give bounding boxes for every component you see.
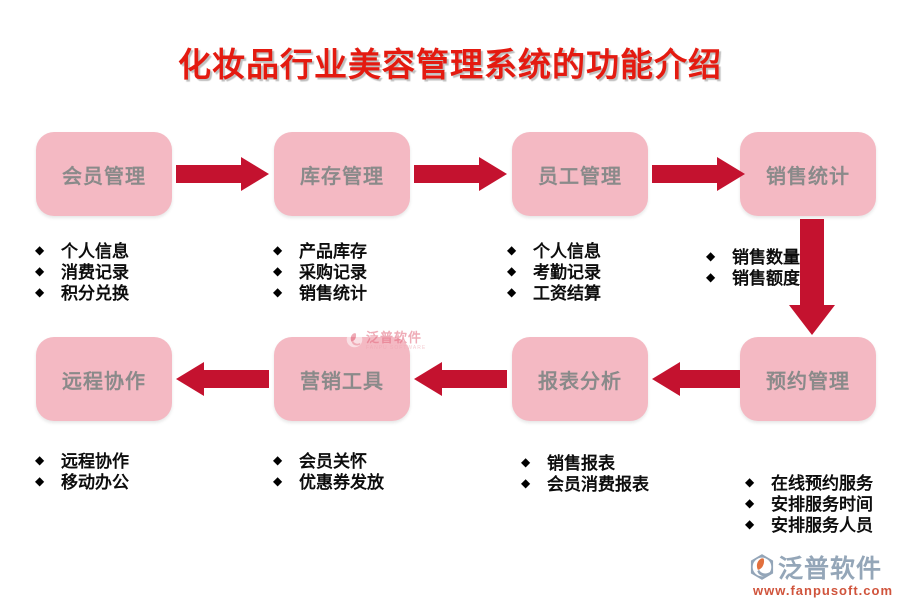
feature-item: ◆安排服务时间 <box>745 495 873 514</box>
feature-list-inventory: ◆产品库存 ◆采购记录 ◆销售统计 <box>273 239 367 303</box>
feature-item: ◆会员关怀 <box>273 452 367 471</box>
feature-item: ◆在线预约服务 <box>745 474 873 493</box>
arrow-down-icon <box>789 219 835 335</box>
feature-list-appointment: ◆在线预约服务 ◆安排服务时间 ◆安排服务人员 <box>745 471 873 535</box>
feature-item: ◆个人信息 <box>35 242 129 261</box>
diamond-bullet-icon: ◆ <box>273 242 283 257</box>
diamond-bullet-icon: ◆ <box>35 452 45 467</box>
feature-list-marketing: ◆会员关怀 ◆优惠券发放 <box>273 449 384 492</box>
node-label: 预约管理 <box>766 370 850 393</box>
footer-logo-text: 泛普软件 <box>778 555 883 583</box>
node-member-management: 会员管理 <box>36 132 172 216</box>
diamond-bullet-icon: ◆ <box>745 495 755 510</box>
node-appointment-management: 预约管理 <box>740 337 876 421</box>
feature-list-staff: ◆个人信息 ◆考勤记录 ◆工资结算 <box>507 239 601 303</box>
feature-list-report: ◆销售报表 ◆会员消费报表 <box>521 451 649 494</box>
arrow-left-icon <box>414 362 507 396</box>
diamond-bullet-icon: ◆ <box>706 248 716 263</box>
feature-item: ◆销售报表 <box>521 454 615 473</box>
feature-item: ◆工资结算 <box>507 284 601 303</box>
watermark-text: 泛普软件 <box>366 330 423 345</box>
feature-list-member: ◆个人信息 ◆消费记录 ◆积分兑换 <box>35 239 129 303</box>
diamond-bullet-icon: ◆ <box>745 516 755 531</box>
diamond-bullet-icon: ◆ <box>273 473 283 488</box>
node-marketing-tools: 营销工具 <box>274 337 410 421</box>
node-inventory-management: 库存管理 <box>274 132 410 216</box>
feature-item: ◆销售额度 <box>706 269 800 288</box>
arrow-right-icon <box>652 157 745 191</box>
feature-item: ◆个人信息 <box>507 242 601 261</box>
arrow-right-icon <box>414 157 507 191</box>
watermark-logo: 泛普软件 FANPU SOFTWARE <box>346 331 426 351</box>
node-label: 销售统计 <box>766 165 850 188</box>
feature-list-remote: ◆远程协作 ◆移动办公 <box>35 449 129 492</box>
fanpu-logo-icon <box>750 554 774 580</box>
node-label: 会员管理 <box>62 165 146 188</box>
node-label: 库存管理 <box>300 165 384 188</box>
node-label: 营销工具 <box>300 370 384 393</box>
feature-item: ◆考勤记录 <box>507 263 601 282</box>
node-label: 远程协作 <box>62 370 146 393</box>
feature-item: ◆远程协作 <box>35 452 129 471</box>
node-remote-collaboration: 远程协作 <box>36 337 172 421</box>
page-title: 化妆品行业美容管理系统的功能介绍 <box>178 46 722 83</box>
node-label: 报表分析 <box>538 370 622 393</box>
node-staff-management: 员工管理 <box>512 132 648 216</box>
diamond-bullet-icon: ◆ <box>273 263 283 278</box>
feature-list-sales: ◆销售数量 ◆销售额度 <box>706 245 800 288</box>
diamond-bullet-icon: ◆ <box>273 452 283 467</box>
fanpu-footer-logo: 泛普软件 www.fanpusoft.com <box>748 549 898 598</box>
diamond-bullet-icon: ◆ <box>521 475 531 490</box>
fanpu-logo-icon <box>346 331 363 348</box>
feature-item: ◆产品库存 <box>273 242 367 261</box>
diamond-bullet-icon: ◆ <box>35 242 45 257</box>
arrow-right-icon <box>176 157 269 191</box>
footer-logo-url: www.fanpusoft.com <box>752 583 894 598</box>
diamond-bullet-icon: ◆ <box>35 473 45 488</box>
node-label: 员工管理 <box>538 165 622 188</box>
diamond-bullet-icon: ◆ <box>521 454 531 469</box>
feature-item: ◆采购记录 <box>273 263 367 282</box>
diamond-bullet-icon: ◆ <box>706 269 716 284</box>
feature-item: ◆安排服务人员 <box>745 516 873 535</box>
diamond-bullet-icon: ◆ <box>745 474 755 489</box>
arrow-left-icon <box>652 362 740 396</box>
feature-item: ◆移动办公 <box>35 473 129 492</box>
feature-item: ◆销售统计 <box>273 284 367 303</box>
diamond-bullet-icon: ◆ <box>507 263 517 278</box>
diamond-bullet-icon: ◆ <box>35 263 45 278</box>
feature-item: ◆积分兑换 <box>35 284 129 303</box>
arrow-left-icon <box>176 362 269 396</box>
feature-item: ◆销售数量 <box>706 248 800 267</box>
diamond-bullet-icon: ◆ <box>273 284 283 299</box>
diamond-bullet-icon: ◆ <box>35 284 45 299</box>
feature-item: ◆会员消费报表 <box>521 475 649 494</box>
feature-item: ◆优惠券发放 <box>273 473 384 492</box>
node-sales-statistics: 销售统计 <box>740 132 876 216</box>
diamond-bullet-icon: ◆ <box>507 242 517 257</box>
diamond-bullet-icon: ◆ <box>507 284 517 299</box>
feature-item: ◆消费记录 <box>35 263 129 282</box>
watermark-subtext: FANPU SOFTWARE <box>366 345 427 351</box>
node-report-analysis: 报表分析 <box>512 337 648 421</box>
